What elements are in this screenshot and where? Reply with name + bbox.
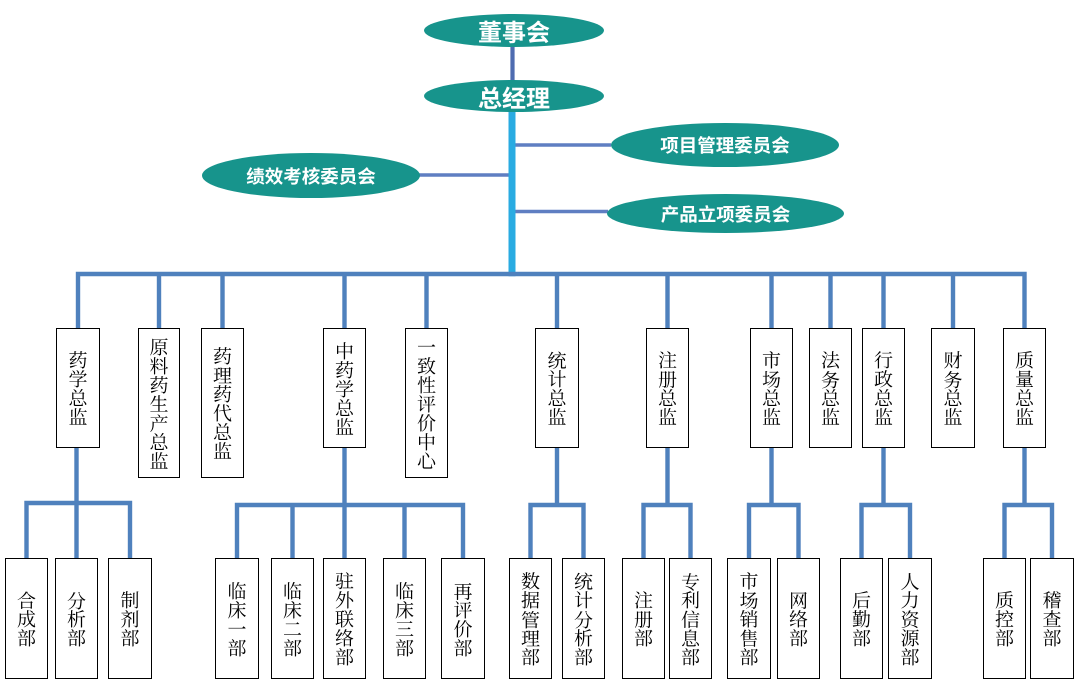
node-registration-dept[interactable]: 注册部 [622,558,665,679]
node-statistics-director[interactable]: 统计总监 [535,328,579,448]
node-reevaluation-dept-label: 再评价部 [449,580,477,657]
node-board-label: 董事会 [478,13,550,48]
node-registration-dept-label: 注册部 [630,590,657,647]
node-consistency-evaluation-center[interactable]: 一致性评价中心 [405,328,448,478]
node-data-management-dept[interactable]: 数据管理部 [509,558,552,679]
node-consistency-evaluation-center-label: 一致性评价中心 [413,336,440,470]
node-tcm-director[interactable]: 中药学总监 [323,328,366,448]
node-reevaluation-dept[interactable]: 再评价部 [441,558,485,679]
node-statistics-director-label: 统计总监 [543,350,571,426]
node-patent-information-dept[interactable]: 专利信息部 [669,558,712,679]
node-marketing-director[interactable]: 市场总监 [750,328,793,448]
node-legal-director[interactable]: 法务总监 [809,328,852,448]
node-committee-performance-appraisal-label: 绩效考核委员会 [246,162,376,189]
node-committee-product-initiation-label: 产品立项委员会 [660,200,791,227]
node-sales-dept-label: 市场销售部 [735,571,763,666]
node-logistics-dept[interactable]: 后勤部 [840,558,883,679]
node-clinical-2-dept[interactable]: 临床二部 [271,558,314,679]
node-formulation-dept-label: 制剂部 [116,590,144,647]
node-pharmaceutical-director-label: 药学总监 [64,350,92,426]
node-api-production-director-label: 原料药生产总监 [145,336,173,470]
node-analysis-dept-label: 分析部 [63,590,90,647]
node-pharmacology-pk-director-label: 药理药代总监 [209,346,236,460]
subtree-administration-lines [859,448,913,558]
node-pharmacology-pk-director[interactable]: 药理药代总监 [201,328,244,478]
node-sales-dept[interactable]: 市场销售部 [727,558,771,679]
node-general-manager[interactable]: 总经理 [424,78,604,114]
node-network-dept-label: 网络部 [785,590,812,647]
node-general-manager-label: 总经理 [478,78,550,114]
node-clinical-2-dept-label: 临床二部 [279,580,306,657]
node-clinical-3-dept-label: 临床三部 [391,580,418,657]
node-pharmaceutical-director[interactable]: 药学总监 [56,328,100,448]
node-quality-director-label: 质量总监 [1011,350,1038,426]
node-committee-project-management-label: 项目管理委员会 [660,132,790,158]
node-registration-director-label: 注册总监 [654,350,681,426]
node-marketing-director-label: 市场总监 [758,350,785,426]
node-clinical-1-dept-label: 临床一部 [223,580,251,657]
node-administration-director[interactable]: 行政总监 [862,328,905,448]
level2-tree-lines [75,271,1027,330]
node-api-production-director[interactable]: 原料药生产总监 [138,328,180,478]
node-patent-information-dept-label: 专利信息部 [677,571,704,666]
node-committee-performance-appraisal[interactable]: 绩效考核委员会 [202,153,420,198]
subtree-tcm-lines [234,448,466,558]
node-finance-director-label: 财务总监 [939,350,967,426]
node-network-dept[interactable]: 网络部 [777,558,820,679]
node-synthesis-dept[interactable]: 合成部 [5,558,48,679]
node-logistics-dept-label: 后勤部 [848,590,875,647]
node-registration-director[interactable]: 注册总监 [646,328,689,448]
node-tcm-director-label: 中药学总监 [331,340,358,436]
subtree-pharmaceutical-lines [24,448,133,558]
node-quality-control-dept[interactable]: 质控部 [983,558,1026,679]
node-hr-dept[interactable]: 人力资源部 [888,558,932,679]
node-administration-director-label: 行政总监 [870,350,897,426]
node-analysis-dept[interactable]: 分析部 [55,558,98,679]
node-quality-director[interactable]: 质量总监 [1003,328,1046,448]
subtree-marketing-lines [746,448,801,558]
node-statistical-analysis-dept[interactable]: 统计分析部 [562,558,605,679]
node-board[interactable]: 董事会 [424,13,604,48]
node-formulation-dept[interactable]: 制剂部 [108,558,152,679]
subtree-quality-lines [1002,448,1055,558]
node-clinical-1-dept[interactable]: 临床一部 [215,558,259,679]
node-synthesis-dept-label: 合成部 [13,590,40,647]
node-hr-dept-label: 人力资源部 [896,571,924,666]
node-clinical-3-dept[interactable]: 临床三部 [383,558,426,679]
node-audit-dept[interactable]: 稽查部 [1030,558,1074,679]
node-committee-project-management[interactable]: 项目管理委员会 [611,123,839,167]
node-overseas-liaison-dept[interactable]: 驻外联络部 [323,558,366,679]
node-audit-dept-label: 稽查部 [1038,590,1066,647]
node-statistical-analysis-dept-label: 统计分析部 [570,571,597,666]
node-committee-product-initiation[interactable]: 产品立项委员会 [607,194,844,233]
node-finance-director[interactable]: 财务总监 [931,328,975,448]
node-legal-director-label: 法务总监 [817,350,844,426]
node-overseas-liaison-dept-label: 驻外联络部 [331,571,358,666]
node-data-management-dept-label: 数据管理部 [517,571,544,666]
node-quality-control-dept-label: 质控部 [991,590,1018,647]
subtree-statistics-lines [528,448,586,558]
subtree-registration-lines [641,448,693,558]
